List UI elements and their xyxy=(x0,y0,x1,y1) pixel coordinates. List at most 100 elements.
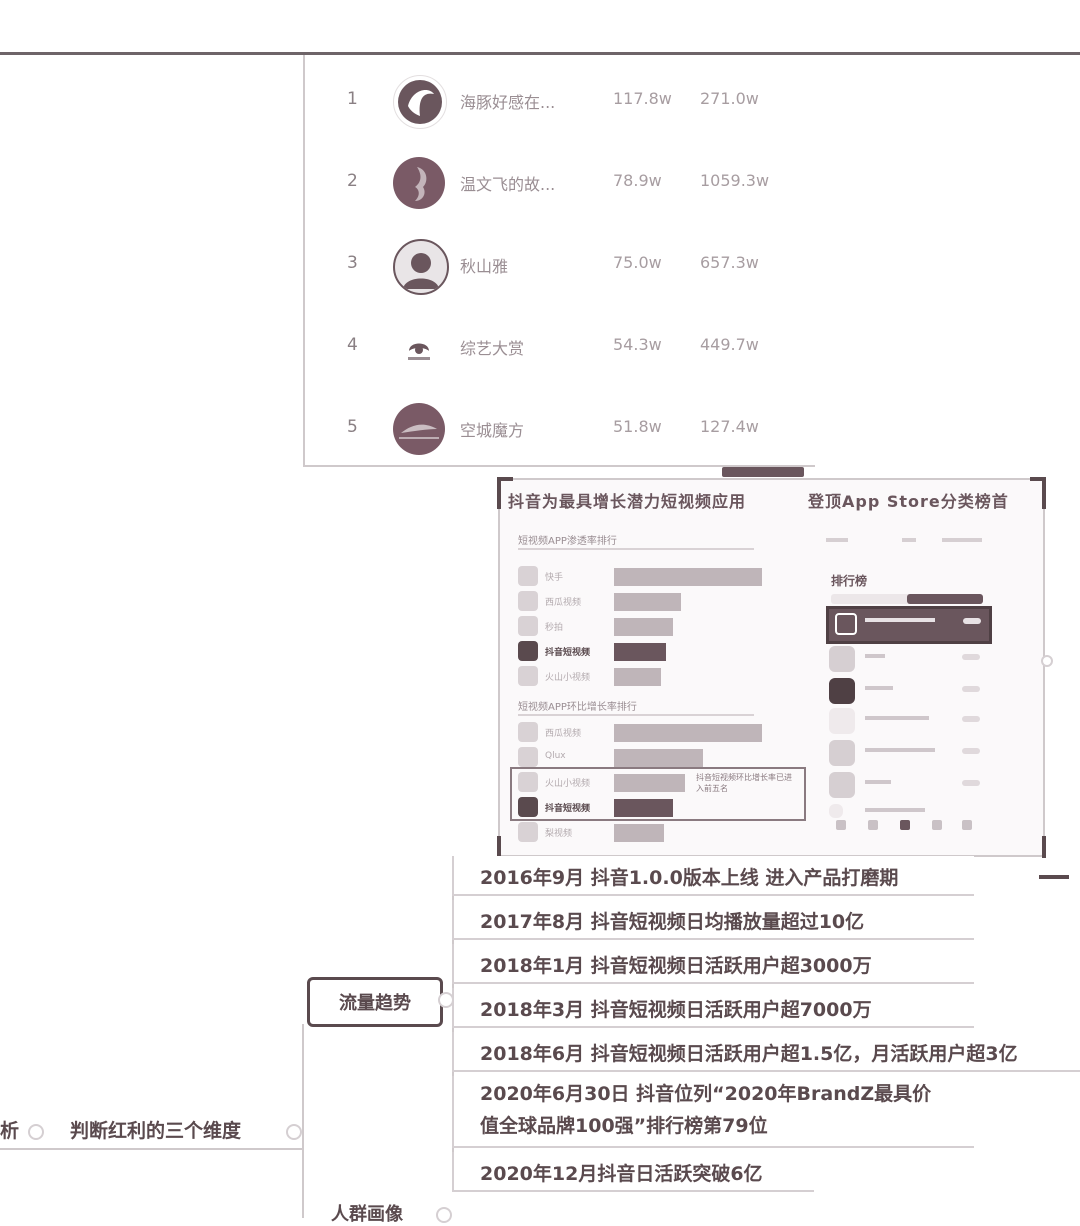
app-bar-row: 火山小视频 xyxy=(518,666,778,686)
collapse-toggle[interactable] xyxy=(1041,655,1053,667)
bar xyxy=(614,593,681,611)
app-name-line xyxy=(865,686,893,690)
tab-icon[interactable] xyxy=(836,820,846,830)
bar xyxy=(614,799,673,817)
tab-icon[interactable] xyxy=(962,820,972,830)
collapse-toggle[interactable] xyxy=(28,1124,44,1140)
ranking-row[interactable]: 5 空城魔方 51.8w 127.4w xyxy=(305,393,815,475)
timeline-item[interactable]: 2018年1月 抖音短视频日活跃用户超3000万 xyxy=(452,944,974,984)
bar xyxy=(614,749,703,767)
annotation-note: 抖音短视频环比增长率已进入前五名 xyxy=(696,773,792,793)
app-bar-row: 西瓜视频 xyxy=(518,722,778,742)
timeline-text: 2020年12月抖音日活跃突破6亿 xyxy=(480,1163,763,1185)
timeline-item[interactable]: 2017年8月 抖音短视频日均播放量超过10亿 xyxy=(452,900,974,940)
selection-corner xyxy=(1042,477,1046,509)
bar xyxy=(614,774,685,792)
ranking-row[interactable]: 3 秋山雅 75.0w 657.3w xyxy=(305,229,815,311)
divider xyxy=(518,714,754,716)
app-label: Qlux xyxy=(545,751,566,761)
rank-number: 5 xyxy=(347,417,358,437)
app-bar-row: 快手 xyxy=(518,566,778,586)
app-label: 西瓜视频 xyxy=(545,598,582,608)
app-bar-row: 梨视频 xyxy=(518,822,778,842)
app-icon xyxy=(829,804,843,818)
bar xyxy=(614,618,673,636)
app-bar-row: 抖音短视频 xyxy=(518,641,778,661)
app-name-line xyxy=(865,654,885,658)
topic-node-traffic-trend[interactable]: 流量趋势 xyxy=(307,977,443,1027)
fans-increase: 54.3w xyxy=(613,335,662,354)
get-button[interactable] xyxy=(962,686,980,692)
bar xyxy=(614,724,762,742)
selection-corner xyxy=(497,477,501,509)
app-label: 秒拍 xyxy=(545,623,564,633)
selection-corner xyxy=(1030,477,1046,481)
app-name-line xyxy=(865,748,935,752)
fans-total: 127.4w xyxy=(700,417,759,436)
app-label: 火山小视频 xyxy=(545,779,591,789)
collapse-toggle[interactable] xyxy=(436,1207,452,1223)
fans-increase: 75.0w xyxy=(613,253,662,272)
app-list-item[interactable] xyxy=(829,772,984,800)
ranking-row[interactable]: 1 海豚好感在... 117.8w 271.0w xyxy=(305,65,815,147)
account-name: 空城魔方 xyxy=(460,421,525,440)
timeline-text: 2018年1月 抖音短视频日活跃用户超3000万 xyxy=(480,955,872,977)
resize-handle[interactable] xyxy=(1039,875,1069,879)
collapse-toggle[interactable] xyxy=(438,992,454,1008)
app-bar-row: 秒拍 xyxy=(518,616,778,636)
tab-icon[interactable] xyxy=(868,820,878,830)
get-button[interactable] xyxy=(963,618,981,624)
segment-active[interactable] xyxy=(907,594,983,604)
app-name-line xyxy=(865,618,935,622)
get-button[interactable] xyxy=(962,716,980,722)
collapse-toggle[interactable] xyxy=(286,1124,302,1140)
avatar xyxy=(393,403,445,455)
topic-node-audience-profile[interactable]: 人群画像 xyxy=(331,1204,403,1225)
tab-icon[interactable] xyxy=(932,820,942,830)
rank-number: 3 xyxy=(347,253,358,273)
phone-heading: 排行榜 xyxy=(831,574,868,588)
selection-corner xyxy=(1042,836,1046,858)
app-list-item[interactable] xyxy=(829,708,984,736)
timeline-item[interactable]: 2016年9月 抖音1.0.0版本上线 进入产品打磨期 xyxy=(452,856,974,896)
app-bar-row: 抖音短视频 xyxy=(518,797,778,817)
top-divider xyxy=(0,52,1080,55)
phone-tab-bar xyxy=(836,820,976,834)
divider xyxy=(518,548,754,550)
topic-node-three-dimensions[interactable]: 判断红利的三个维度 xyxy=(70,1120,242,1142)
get-button[interactable] xyxy=(962,780,980,786)
timeline-item[interactable]: 2020年12月抖音日活跃突破6亿 xyxy=(452,1152,814,1192)
app-list-item[interactable] xyxy=(829,740,984,768)
connector-line xyxy=(0,1148,304,1150)
bar xyxy=(614,824,664,842)
app-list-item[interactable] xyxy=(829,646,984,674)
timeline-item[interactable]: 2020年6月30日 抖音位列“2020年BrandZ最具价值全球品牌100强”… xyxy=(452,1076,974,1148)
embedded-screenshot[interactable]: 抖音为最具增长潜力短视频应用 登顶App Store分类榜首 短视频APP渗透率… xyxy=(497,477,1069,879)
app-list-item[interactable] xyxy=(829,678,984,706)
get-button[interactable] xyxy=(962,654,980,660)
app-list-item[interactable] xyxy=(829,804,984,832)
timeline-item[interactable]: 2018年6月 抖音短视频日活跃用户超1.5亿，月活跃用户超3亿 xyxy=(452,1032,1080,1072)
ranking-row[interactable]: 4 综艺大赏 54.3w 449.7w xyxy=(305,311,815,393)
app-label: 火山小视频 xyxy=(545,673,591,683)
bar xyxy=(614,643,666,661)
timeline-item[interactable]: 2018年3月 抖音短视频日活跃用户超7000万 xyxy=(452,988,974,1028)
app-icon xyxy=(829,708,855,734)
app-icon xyxy=(518,616,538,636)
app-icon xyxy=(829,740,855,766)
parent-node-fragment[interactable]: 析 xyxy=(0,1120,20,1142)
segmented-control[interactable] xyxy=(831,594,983,604)
ranking-row[interactable]: 2 温文飞的故... 78.9w 1059.3w xyxy=(305,147,815,229)
chart-heading: 短视频APP渗透率排行 xyxy=(518,536,617,547)
account-name: 海豚好感在... xyxy=(460,93,556,112)
account-name: 综艺大赏 xyxy=(460,339,525,358)
bar xyxy=(614,568,762,586)
avatar xyxy=(393,75,447,129)
app-icon xyxy=(518,666,538,686)
rank-number: 2 xyxy=(347,171,358,191)
tab-icon[interactable] xyxy=(900,820,910,830)
timeline-text: 2018年3月 抖音短视频日活跃用户超7000万 xyxy=(480,999,872,1021)
get-button[interactable] xyxy=(962,748,980,754)
highlight-box xyxy=(510,767,806,821)
node-drag-handle[interactable] xyxy=(722,467,804,477)
